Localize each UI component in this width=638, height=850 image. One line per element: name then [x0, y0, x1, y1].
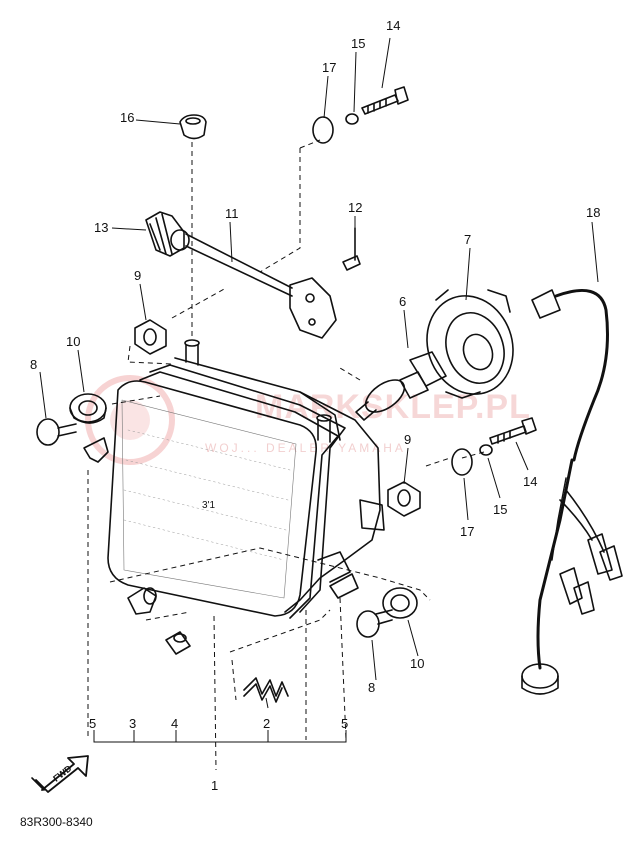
- bolt-14-right: [489, 417, 537, 445]
- watermark-logo-core: [110, 400, 150, 440]
- watermark-title: MARKSKLEP.PL: [255, 388, 531, 426]
- spring-2: [243, 677, 289, 703]
- callout-10-right: 10: [410, 656, 424, 671]
- bolt-14-top: [361, 86, 409, 115]
- callout-6: 6: [399, 294, 406, 309]
- callouts: 14 15 17 16 13 11 12 9 7 6 18 10 8 9 14 …: [30, 18, 600, 793]
- clip-5-left: [83, 437, 109, 463]
- callout-8-left: 8: [30, 357, 37, 372]
- watermark-logo-ring: [85, 375, 175, 465]
- bulb-cover-7: [426, 289, 514, 399]
- screw-12: [342, 227, 361, 271]
- callout-14-top: 14: [386, 18, 400, 33]
- adjuster-bracket: [289, 277, 337, 339]
- svg-text:3'1: 3'1: [202, 500, 215, 511]
- adjuster-rod-11: [185, 233, 337, 339]
- callout-16: 16: [120, 110, 134, 125]
- screw-8-right: [356, 609, 393, 638]
- socket-3: [127, 587, 157, 615]
- callout-7: 7: [464, 232, 471, 247]
- leader-lines: [39, 37, 599, 709]
- callout-5-left: 5: [89, 716, 96, 731]
- watermark-subtitle: WOJ... DEALER YAMAHA: [205, 441, 406, 455]
- spring-washer-15-top: [345, 113, 359, 125]
- callout-17-top: 17: [322, 60, 336, 75]
- callout-15-top: 15: [351, 36, 365, 51]
- watermark: MARKSKLEP.PL WOJ... DEALER YAMAHA: [85, 375, 531, 465]
- callout-13: 13: [94, 220, 108, 235]
- clip-5-right: [329, 573, 359, 599]
- callout-2: 2: [263, 716, 270, 731]
- connector-18: [531, 289, 561, 319]
- cap-10-left: [69, 393, 107, 424]
- mount-tab-right: [359, 499, 385, 531]
- part-code: 83R300-8340: [20, 815, 93, 829]
- callout-9-left: 9: [134, 268, 141, 283]
- nut-4: [165, 631, 191, 655]
- callout-11: 11: [225, 206, 239, 221]
- callout-3: 3: [129, 716, 136, 731]
- bulb-6: [355, 351, 447, 421]
- adjuster-knob-13: [145, 211, 190, 257]
- forward-arrow-icon: [31, 755, 89, 793]
- headlight-lens: [107, 380, 317, 617]
- spring-washer-15-right: [479, 444, 493, 456]
- callout-4: 4: [171, 716, 178, 731]
- callout-5-right: 5: [341, 716, 348, 731]
- callout-17-right: 17: [460, 524, 474, 539]
- screw-8-left: [36, 418, 77, 446]
- washer-17-top: [312, 116, 334, 144]
- wire-harness-18: [521, 288, 623, 695]
- callout-10-left: 10: [66, 334, 80, 349]
- nut-9-right: [387, 481, 421, 517]
- cap-10-right: [382, 587, 418, 619]
- callout-9-right: 9: [404, 432, 411, 447]
- grommet-16: [179, 114, 207, 140]
- callout-8-right: 8: [368, 680, 375, 695]
- callout-14-right: 14: [523, 474, 537, 489]
- headlight-unit: 3'1: [107, 339, 385, 619]
- dashed-guides: [87, 139, 485, 771]
- washer-17-right: [451, 448, 473, 476]
- callout-18: 18: [586, 205, 600, 220]
- callout-1: 1: [211, 778, 218, 793]
- bracket-lines: [93, 730, 347, 743]
- nut-9-left: [134, 319, 167, 355]
- callout-12: 12: [348, 200, 362, 215]
- callout-15-right: 15: [493, 502, 507, 517]
